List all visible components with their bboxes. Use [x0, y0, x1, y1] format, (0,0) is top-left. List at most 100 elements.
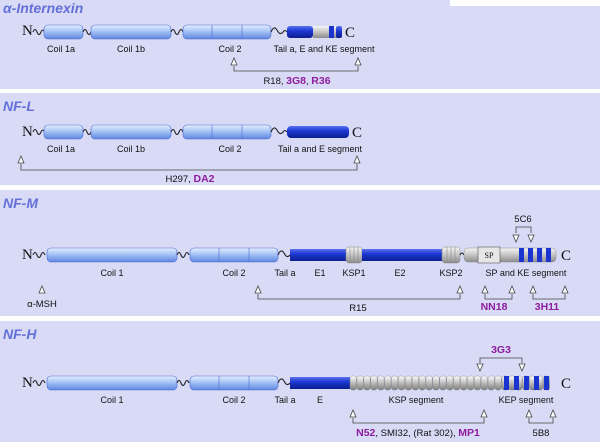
coil-1b-segment: [90, 124, 172, 140]
ke-stripe: [519, 248, 524, 262]
domain-label: Tail a and E segment: [278, 144, 363, 154]
ksp-bead: [480, 375, 488, 391]
epitope-bracket: [528, 418, 554, 424]
epitope-arrow: [349, 408, 357, 418]
epitope-arrow: [512, 234, 520, 244]
antibody-3h11: 3H11: [535, 301, 560, 313]
epitope-arrow: [481, 284, 489, 294]
sp-box: [477, 246, 501, 264]
coil-1a-segment: [43, 24, 84, 40]
antibody-list: H297, DA2: [165, 173, 214, 185]
coil-2-segment: [189, 247, 279, 263]
ke-stripe: [537, 248, 542, 262]
domain-label: E2: [394, 268, 405, 278]
linker-l12: [176, 251, 190, 259]
panel-alpha-internexin: α-Internexin N C Coil 1a Coil 1b Coil 2 …: [0, 0, 600, 89]
panel-title: NF-L: [3, 98, 35, 114]
domain-label: Coil 1a: [47, 44, 75, 54]
epitope-arrow: [525, 408, 533, 418]
epitope-bracket: [532, 294, 566, 300]
epitope-bracket: [20, 164, 358, 171]
antibody-name-highlight: 3G8: [286, 75, 306, 87]
antibody-5c6: 5C6: [514, 214, 531, 225]
epitope-arrow: [561, 284, 569, 294]
domain-label: Coil 1: [100, 395, 123, 405]
coil-2-segment: [189, 375, 279, 391]
ksp-bead: [487, 375, 495, 391]
ksp-bead: [384, 375, 392, 391]
epitope-arrow: [527, 234, 535, 244]
ksp-bead: [398, 375, 405, 391]
ke-stripe: [546, 248, 551, 262]
epitope-bracket: [484, 294, 513, 300]
kep-stripe: [534, 376, 539, 390]
epitope-arrow: [476, 363, 484, 373]
epitope-arrow: [508, 284, 516, 294]
coil-1b-segment: [90, 24, 172, 40]
coil-1-segment: [46, 247, 178, 263]
domain-label: Coil 1b: [117, 144, 145, 154]
tail-linker: [277, 250, 291, 258]
antibody-name: H297,: [165, 174, 193, 185]
epitope-bracket: [515, 226, 532, 233]
panel-title: NF-M: [3, 195, 38, 211]
linker-l1: [82, 128, 92, 136]
n-terminus-label: N: [22, 247, 33, 263]
ke-stripe: [329, 26, 334, 38]
antibody-name: R18,: [263, 76, 286, 87]
ksp-bead: [467, 375, 474, 391]
epitope-arrow: [480, 408, 488, 418]
panel-nf-m: NF-M 5C6 N SP C Coil 1 Coil 2: [0, 190, 600, 316]
ksp-repeat-beads: [349, 375, 550, 391]
panel-nf-l: NF-L N C Coil 1a Coil 1b Coil 2 Tail a a…: [0, 93, 600, 185]
domain-label: Tail a: [274, 395, 295, 405]
epitope-bracket: [352, 418, 485, 424]
coil-1a-segment: [43, 124, 84, 140]
ksp-bead: [494, 375, 502, 391]
coil-2-segment: [182, 24, 272, 40]
c-terminus-label: C: [561, 376, 571, 392]
epitope-arrow: [254, 284, 262, 294]
domain-label: KEP segment: [499, 395, 554, 405]
c-terminus-label: C: [561, 248, 571, 264]
domain-label: Tail a: [274, 268, 295, 278]
kep-stripe: [504, 376, 509, 390]
domain-label: Coil 2: [218, 44, 241, 54]
ksp-bead: [411, 375, 419, 391]
antibody-list: R18, 3G8, R36: [263, 75, 330, 87]
ksp-bead: [363, 375, 371, 391]
epitope-bracket: [233, 66, 359, 72]
panel-title: NF-H: [3, 326, 37, 342]
n-terminus-label: N: [22, 375, 33, 391]
kep-stripe: [514, 376, 519, 390]
domain-label: Coil 1b: [117, 44, 145, 54]
head-linker: [32, 379, 46, 387]
antibody-r15: R15: [349, 303, 366, 314]
panel-background: [0, 0, 600, 89]
ksp-bead: [377, 375, 385, 391]
linker-l12: [176, 379, 190, 387]
domain-label: Tail a, E and KE segment: [273, 44, 375, 54]
epitope-arrow: [38, 284, 46, 294]
antibody-amsh: α-MSH: [27, 299, 57, 310]
ksp-bead: [439, 375, 447, 391]
white-corner: [450, 0, 600, 6]
linker-l12: [170, 28, 184, 36]
antibody-name-highlight: DA2: [193, 173, 214, 185]
head-linker: [32, 128, 45, 136]
domain-label: Coil 1: [100, 268, 123, 278]
domain-label: KSP2: [439, 268, 462, 278]
ksp-bead: [474, 375, 481, 391]
epitope-bracket: [479, 357, 523, 363]
antibody-3g3: 3G3: [491, 344, 511, 356]
tail-linker: [270, 127, 288, 135]
sp-linker: [459, 252, 465, 256]
antibody-name: ,: [306, 76, 311, 87]
domain-label: Coil 2: [222, 395, 245, 405]
tail-a-e-segment: [290, 377, 350, 389]
domain-label: Coil 2: [218, 144, 241, 154]
domain-label: KSP segment: [389, 395, 444, 405]
ke-stripe: [528, 248, 533, 262]
sp-box-label: SP: [485, 251, 494, 260]
antibody-name-highlight: R36: [311, 75, 330, 87]
